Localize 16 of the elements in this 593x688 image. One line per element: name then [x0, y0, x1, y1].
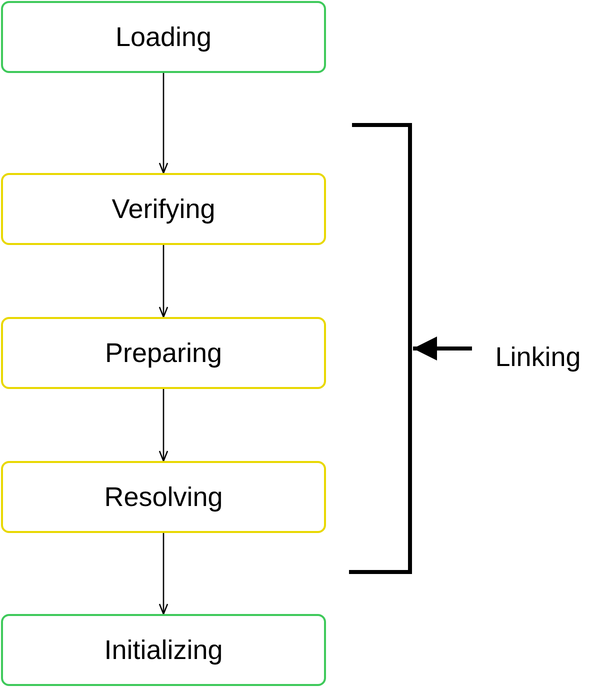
phase-label: Linking — [495, 342, 581, 372]
arrow — [413, 336, 472, 360]
arrow — [158, 73, 168, 174]
step-label: Resolving — [104, 482, 223, 512]
process-box — [1, 461, 326, 533]
step-label: Loading — [115, 22, 212, 52]
arrow — [158, 533, 168, 615]
step-label: Preparing — [104, 338, 222, 368]
process-box — [1, 1, 326, 73]
arrow — [158, 389, 168, 462]
process-box — [1, 173, 326, 245]
step-label: Verifying — [112, 194, 216, 224]
process-box — [1, 614, 326, 686]
arrow — [158, 245, 168, 318]
process-box — [1, 317, 326, 389]
step-label: Initializing — [104, 634, 223, 666]
